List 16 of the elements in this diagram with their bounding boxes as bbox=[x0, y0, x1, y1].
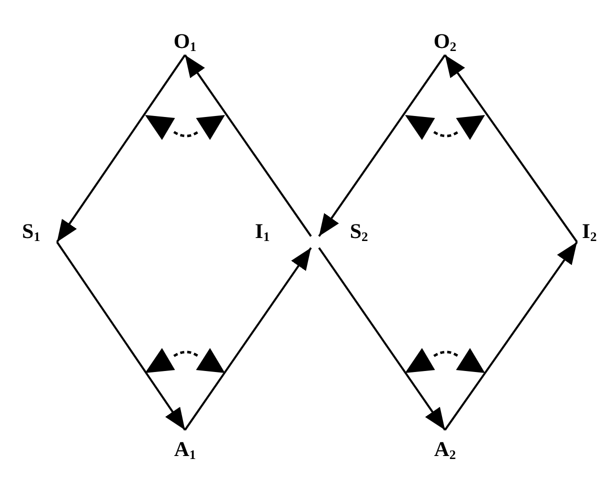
vertex-label: I$_{2}$ bbox=[582, 218, 610, 244]
arrow bbox=[318, 54, 446, 237]
arrow bbox=[56, 54, 186, 243]
vertex-label: A$_{2}$ bbox=[428, 436, 462, 462]
vertex-label: O$_{2}$ bbox=[428, 28, 462, 54]
arrow bbox=[444, 54, 578, 243]
arrow bbox=[56, 241, 186, 431]
arrow bbox=[184, 54, 312, 237]
vertex-label: S$_{2}$ bbox=[319, 218, 368, 258]
vertex-label: A$_{1}$ bbox=[168, 436, 202, 462]
arrow bbox=[318, 247, 446, 431]
arrow bbox=[444, 241, 578, 431]
vertex-label: S$_{1}$ bbox=[22, 218, 56, 244]
arrow bbox=[184, 247, 312, 431]
vertex-label: O$_{1}$ bbox=[168, 28, 202, 54]
vertex-label: I$_{1}$ bbox=[255, 218, 311, 258]
